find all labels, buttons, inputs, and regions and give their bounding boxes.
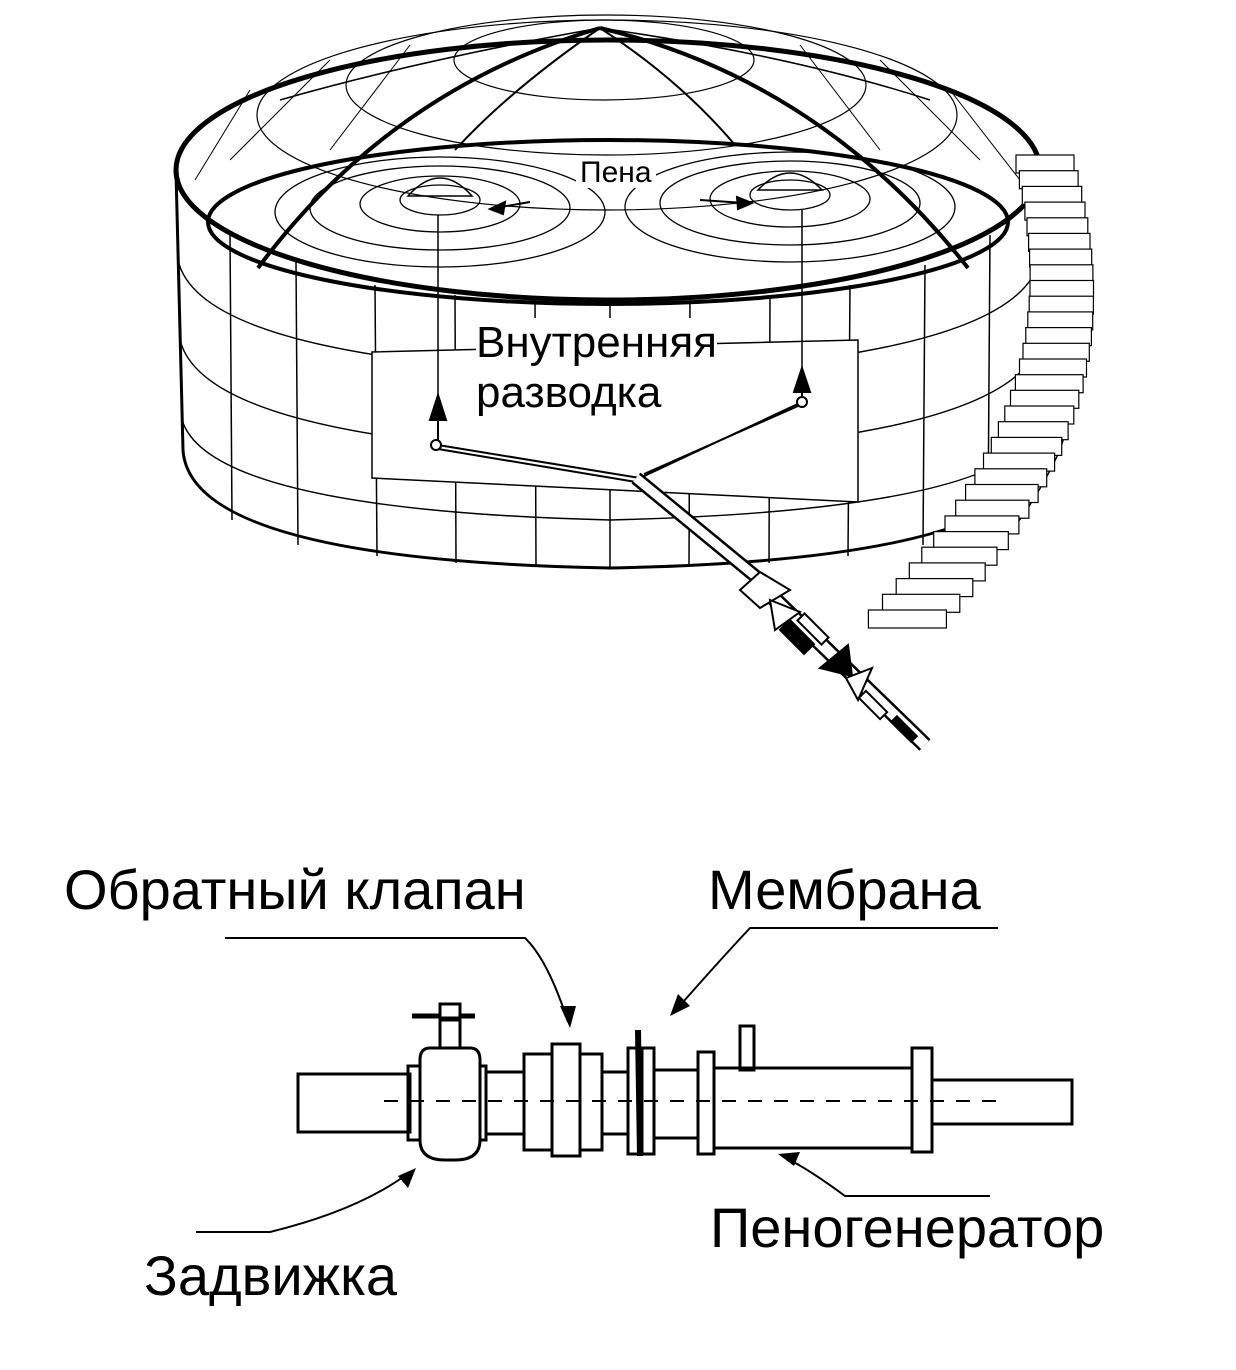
foam-generator-label: Пеногенератор [710, 1196, 1105, 1259]
leader-check-valve [225, 937, 569, 1023]
leader-foam-generator-arrow [778, 1152, 800, 1166]
foam-arrow-left-head [487, 200, 507, 216]
membrane-icon [626, 1029, 656, 1157]
iso-flange-2 [796, 612, 830, 646]
joint-right [796, 396, 808, 408]
pipe-4 [652, 1068, 700, 1140]
internal-piping-label-line1: Внутренняя [476, 318, 717, 367]
stair-steps [867, 154, 1095, 629]
iso-gate-valve [738, 570, 792, 610]
iso-flange-4 [889, 714, 919, 744]
pipe-2 [484, 1070, 526, 1136]
iso-check-valve [817, 643, 854, 678]
pipe-3 [600, 1070, 630, 1136]
nozzle-left [428, 391, 448, 421]
iso-gate-valve-b [768, 598, 803, 632]
foam-label: Пена [576, 158, 656, 188]
tank-icon [173, 14, 1044, 586]
leader-gate-valve [196, 1171, 411, 1233]
roof-grid [194, 44, 1021, 181]
foam-dome-right [756, 172, 824, 191]
pipe-inlet [296, 1072, 412, 1134]
roof-rib-6 [599, 27, 931, 101]
roof-rib-2 [599, 26, 970, 270]
gate-valve-label: Задвижка [144, 1244, 398, 1307]
gate-valve-icon [406, 1002, 488, 1162]
internal-piping-label-line2: разводка [476, 368, 662, 417]
leaders [196, 927, 998, 1233]
leader-membrane-arrow [670, 994, 690, 1016]
check-valve-label: Обратный клапан [64, 858, 526, 921]
iso-flange-1 [778, 618, 816, 656]
roof-rib-5 [279, 27, 601, 101]
roof-rib-4 [599, 27, 736, 146]
check-valve-icon [522, 1042, 604, 1158]
flange-1 [696, 1050, 716, 1156]
joint-left [430, 439, 442, 451]
roof-ring-1 [453, 19, 755, 101]
foam-swirl-right [624, 151, 956, 263]
leader-foam-generator [785, 1157, 990, 1197]
spiral-staircase-icon [867, 154, 1095, 629]
leader-membrane [675, 927, 998, 1011]
foam-generator-icon [712, 1024, 1074, 1154]
foam-line-schematic [296, 1002, 1074, 1162]
outlet-pipe [631, 472, 765, 586]
leader-check-valve-arrow [560, 1006, 576, 1028]
roof-rib-1 [256, 26, 601, 270]
tank-inner-ring [206, 138, 1010, 306]
membrane-label: Мембрана [708, 858, 981, 921]
roof-ring-3 [256, 19, 958, 211]
leader-gate-valve-arrow [398, 1168, 416, 1188]
stair-tread [867, 609, 948, 629]
foam-arrow-right-head [735, 195, 755, 211]
roof-ring-2 [345, 14, 867, 156]
nozzle-right [792, 364, 812, 393]
iso-flange-3 [857, 689, 889, 721]
foam-swirl-left [274, 156, 606, 268]
iso-valve-2 [844, 666, 874, 703]
internal-piping-label: Внутренняя разводка [476, 318, 717, 418]
foam-dome-left [406, 177, 474, 197]
roof-rib-3 [454, 27, 601, 151]
external-valve-train [738, 570, 931, 751]
